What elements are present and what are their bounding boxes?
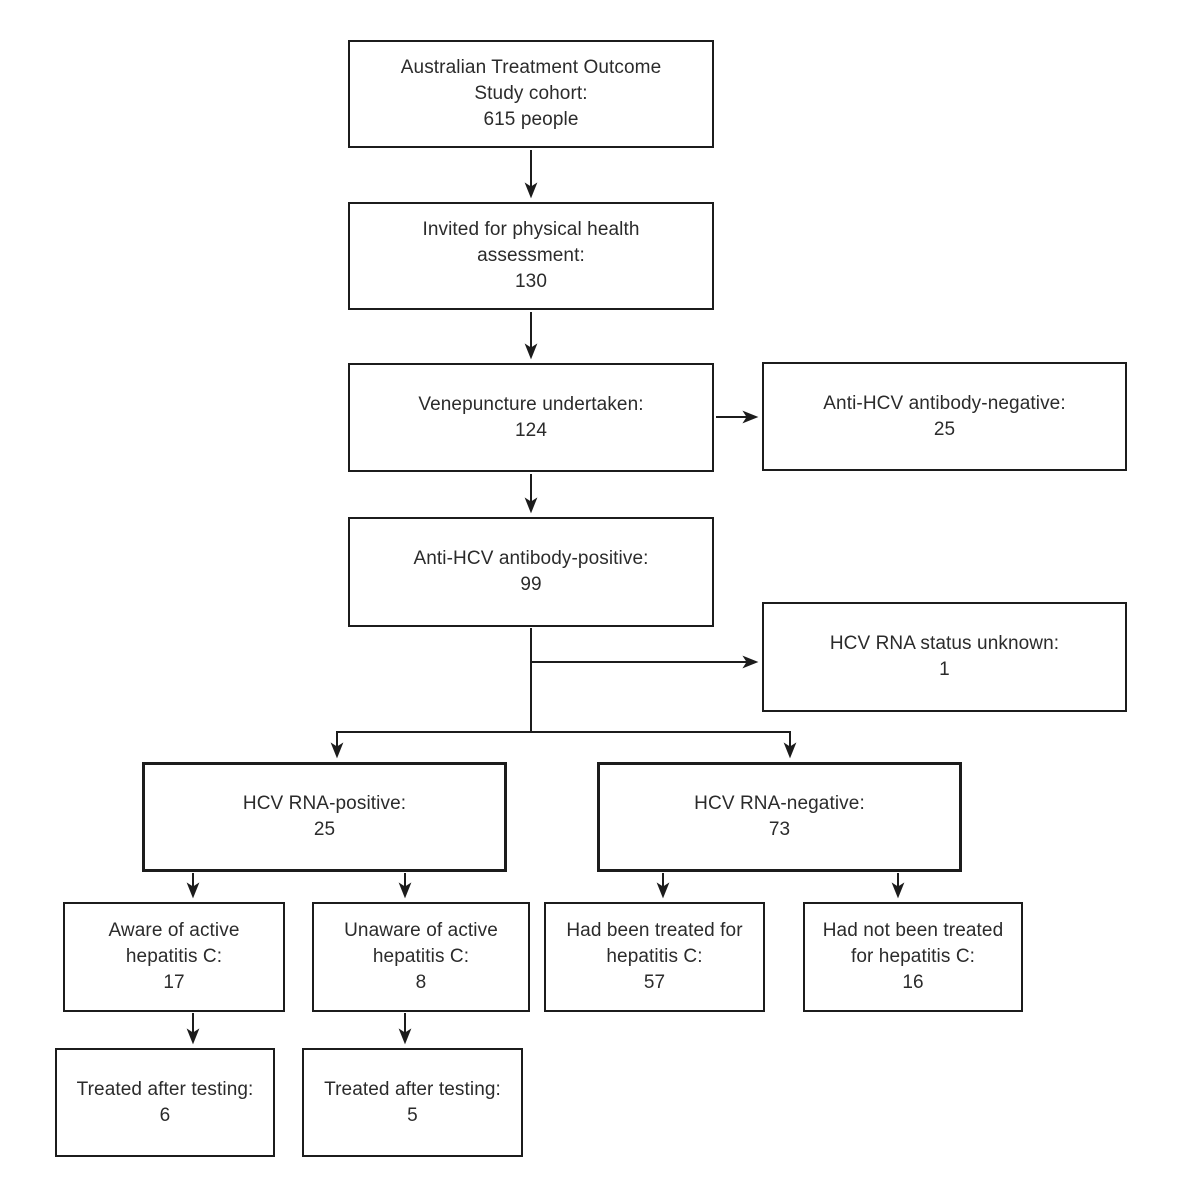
flow-box-text-line: HCV RNA-positive: xyxy=(242,793,407,814)
flow-box-text-line: 130 xyxy=(514,271,547,292)
flow-box-not-treated: Had not been treated for hepatitis C: 16 xyxy=(803,902,1023,1012)
flow-box-text-line: 615 people xyxy=(483,109,579,130)
flow-box-treated-after-unaware: Treated after testing: 5 xyxy=(302,1048,523,1157)
flow-box-text-line: 25 xyxy=(313,819,336,840)
flow-box-aware: Aware of active hepatitis C: 17 xyxy=(63,902,285,1012)
flow-box-text-line: hepatitis C: xyxy=(125,946,223,967)
flow-box-text-line: Study cohort: xyxy=(474,83,588,104)
flow-box-rna-negative: HCV RNA-negative: 73 xyxy=(597,762,962,872)
flow-box-rna-positive: HCV RNA-positive: 25 xyxy=(142,762,507,872)
flow-box-text-line: for hepatitis C: xyxy=(850,946,976,967)
flow-box-text-line: HCV RNA-negative: xyxy=(694,793,865,814)
flow-box-text-line: 5 xyxy=(407,1104,418,1126)
flow-box-text-line: Invited for physical health xyxy=(422,219,640,240)
flow-box-text-line: Had not been treated xyxy=(822,920,1004,941)
flow-box-text-line: hepatitis C: xyxy=(606,946,703,967)
flow-box-ab-positive: Anti-HCV antibody-positive: 99 xyxy=(348,517,714,627)
flow-box-text-line: Had been treated for xyxy=(566,920,743,941)
flow-box-text-line: 124 xyxy=(514,419,547,441)
flow-box-text-line: Anti-HCV antibody-negative: xyxy=(823,392,1066,414)
flow-box-text-line: Australian Treatment Outcome xyxy=(400,57,662,78)
flow-box-text-line: hepatitis C: xyxy=(372,946,470,967)
flow-box-text-line: 17 xyxy=(163,972,185,993)
flow-box-ab-negative: Anti-HCV antibody-negative: 25 xyxy=(762,362,1127,471)
flow-box-text-line: 73 xyxy=(768,819,791,840)
flow-box-text-line: 99 xyxy=(520,574,542,595)
flow-box-text-line: 57 xyxy=(643,972,666,993)
flow-box-invited: Invited for physical health assessment: 13… xyxy=(348,202,714,310)
flow-box-text-line: HCV RNA status unknown: xyxy=(829,633,1060,654)
flow-box-rna-unknown: HCV RNA status unknown: 1 xyxy=(762,602,1127,712)
flow-box-text-line: 25 xyxy=(933,418,956,440)
flow-box-text-line: Aware of active xyxy=(108,920,240,941)
flow-box-text-line: 6 xyxy=(159,1104,171,1126)
flow-box-text-line: Unaware of active xyxy=(344,920,498,941)
flow-box-text-line: 1 xyxy=(939,659,950,680)
flow-box-text-line: Treated after testing: xyxy=(76,1078,254,1100)
flow-box-venepuncture: Venepuncture undertaken: 124 xyxy=(348,363,714,472)
flow-box-text-line: 8 xyxy=(415,972,427,993)
flow-box-text-line: 16 xyxy=(902,972,924,993)
flow-box-text-line: assessment: xyxy=(477,245,585,266)
flow-box-treated-after-aware: Treated after testing: 6 xyxy=(55,1048,275,1157)
flow-box-unaware: Unaware of active hepatitis C: 8 xyxy=(312,902,530,1012)
flow-box-text-line: Treated after testing: xyxy=(324,1078,501,1100)
flow-box-text-line: Venepuncture undertaken: xyxy=(418,393,644,415)
flow-box-treated-before: Had been treated for hepatitis C: 57 xyxy=(544,902,765,1012)
flow-box-text-line: Anti-HCV antibody-positive: xyxy=(413,548,649,569)
